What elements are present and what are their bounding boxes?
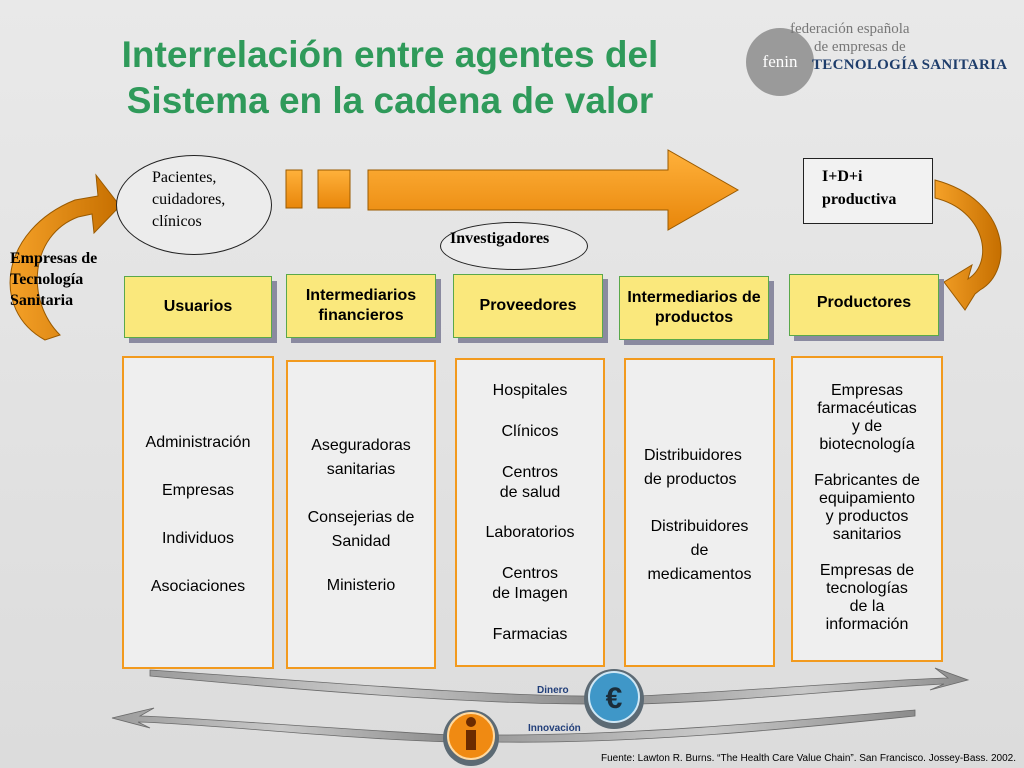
investigadores-ellipse [440,222,588,270]
innovation-flow-band [111,707,451,743]
innovacion-label: Innovación [528,723,581,734]
list-item: Aseguradoras sanitarias [311,437,411,478]
money-flow-band [149,669,591,705]
page-title: Interrelación entre agentes del Sistema … [40,32,740,124]
dinero-label: Dinero [537,685,569,696]
list-item: Distribuidores de productos [644,447,742,488]
category-usuarios: Usuarios [124,276,272,338]
chain-square-2 [317,169,351,209]
idi-label: I+D+i productiva [822,168,897,208]
investigadores-label: Investigadores [450,230,550,247]
left-curved-arrow [9,173,121,341]
list-item: Hospitales [492,382,568,399]
category-productores-label: Productores [816,294,912,311]
list-intermediarios-financieros: Aseguradoras sanitarias Consejerias de S… [286,360,436,669]
list-item: Ministerio [326,577,396,594]
fenin-logo-text: federación española de empresas de TECNO… [790,20,1007,74]
list-item: Laboratorios [485,524,575,541]
category-proveedores-label: Proveedores [479,297,577,314]
euro-coin-icon: € [584,669,644,729]
list-usuarios: Administración Empresas Individuos Asoci… [122,356,274,669]
category-intermediarios-financieros-label: Intermediarios financieros [305,287,417,324]
list-item: Fabricantes de equipamiento y productos … [814,472,920,543]
list-item: Asociaciones [150,578,246,595]
category-proveedores: Proveedores [453,274,603,338]
logo-line-3: TECNOLOGÍA SANITARIA [812,57,1008,73]
category-intermediarios-financieros: Intermediarios financieros [286,274,436,338]
idi-box [803,158,933,224]
list-item: Distribuidores de medicamentos [647,518,752,583]
category-intermediarios-productos: Intermediarios de productos [619,276,769,340]
innovation-flow-band-right [495,709,916,743]
list-productores: Empresas farmacéuticas y de biotecnologí… [791,356,943,662]
list-item: Centros de Imagen [492,565,568,602]
title-line-2: Sistema en la cadena de valor [126,80,654,121]
pacientes-label: Pacientes, cuidadores, clínicos [152,169,226,230]
chain-square-1 [285,169,303,209]
svg-text:€: € [606,682,623,715]
list-item: Empresas [161,482,235,499]
source-citation: Fuente: Lawton R. Burns. “The Health Car… [600,753,1016,764]
list-item: Individuos [161,530,235,547]
list-item: Farmacias [492,626,568,643]
list-item: Administración [145,434,251,451]
title-line-1: Interrelación entre agentes del [121,34,659,75]
logo-line-1: federación española [790,21,910,37]
list-proveedores: Hospitales Clínicos Centros de salud Lab… [455,358,605,667]
pacientes-ellipse [116,155,272,255]
list-item: Empresas farmacéuticas y de biotecnologí… [817,382,917,453]
category-productores: Productores [789,274,939,336]
category-usuarios-label: Usuarios [163,298,233,315]
money-flow-band-right [639,667,970,705]
empresas-tecnologia-label: Empresas de Tecnología Sanitaria [10,250,98,309]
list-item: Centros de salud [499,464,561,501]
info-coin-icon [443,710,499,766]
list-item: Clínicos [501,423,559,440]
right-curved-arrow [934,179,1002,311]
list-item: Consejerias de Sanidad [307,509,415,550]
value-chain-arrow [367,149,740,231]
list-intermediarios-productos: Distribuidores de productos Distribuidor… [624,358,775,667]
list-item: Empresas de tecnologías de la informació… [819,562,915,633]
logo-circle-text: fenin [762,52,798,71]
fenin-logo-circle: fenin [746,28,814,96]
logo-line-2: de empresas de [814,39,906,55]
category-intermediarios-productos-label: Intermediarios de productos [627,289,761,326]
